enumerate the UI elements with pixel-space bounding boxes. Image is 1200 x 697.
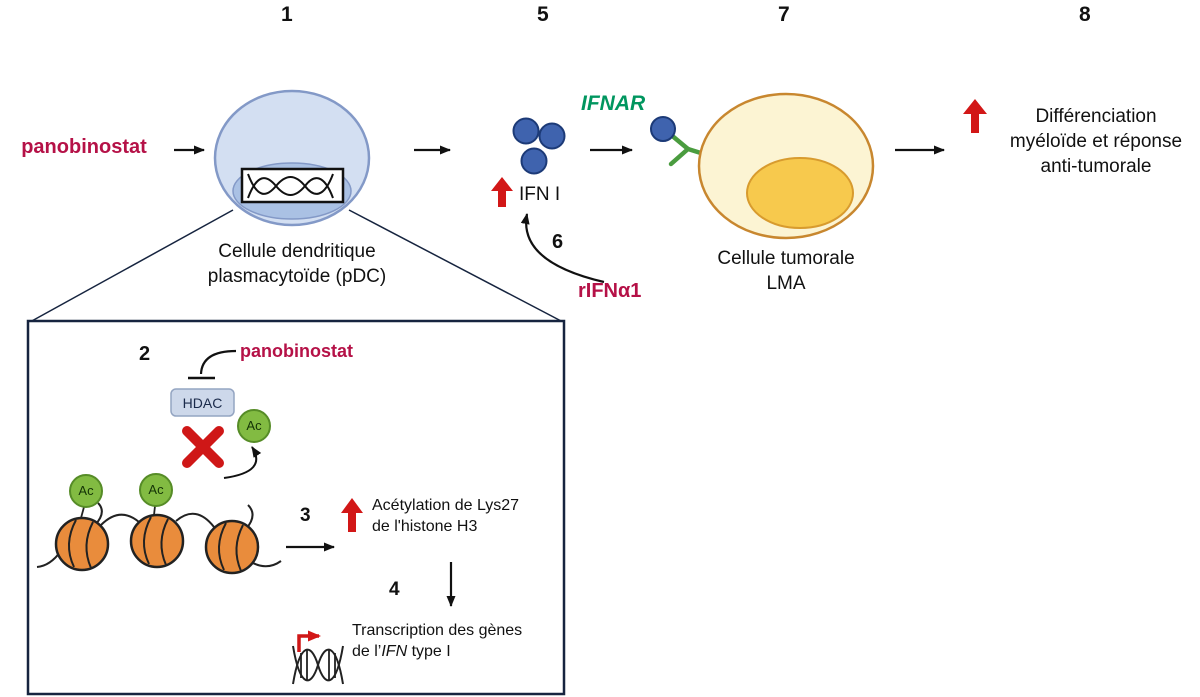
ifnar-label: IFNAR (581, 92, 646, 115)
tumor-label-line1: Cellule tumorale (717, 248, 855, 269)
transcription-line2-prefix: de l’ (352, 642, 382, 660)
ac-label-h2: Ac (148, 482, 164, 497)
acetylation-label: Acétylation de Lys27 de l'histone H3 (372, 496, 557, 538)
ac-circle-free (237, 409, 271, 443)
ifn-label: IFN I (519, 184, 561, 205)
acetylation-line1: Acétylation de Lys27 (372, 497, 520, 514)
rifna1-label: rIFNα1 (578, 280, 642, 302)
up-arrow-acetylation-icon (341, 498, 363, 532)
acetylation-line2: de l'histone H3 (372, 517, 478, 535)
inset-box (26, 319, 566, 696)
ac-label-h1: Ac (78, 483, 94, 498)
step-number-2: 2 (139, 343, 151, 365)
pdc-cell (213, 89, 371, 227)
transcription-line2-suffix: type I (407, 642, 451, 660)
blocked-x-icon (182, 426, 224, 468)
transcription-start-arrow-icon (297, 630, 321, 652)
tumor-label: Cellule tumorale LMA (696, 246, 876, 296)
outcome-line2: myéloïde et réponse (1009, 131, 1183, 153)
inhibition-tbar (188, 349, 237, 380)
tumor-nucleus (746, 157, 854, 229)
transcription-label: Transcription des gènes de l’IFN type I (352, 621, 552, 663)
outcome-line1: Différenciation (1035, 106, 1157, 127)
transcription-line2-gene: IFN (381, 642, 408, 660)
pdc-label: Cellule dendritique plasmacytoïde (pDC) (184, 239, 410, 289)
step-number-7: 7 (778, 3, 790, 26)
gene-dna-icon (292, 645, 344, 685)
step-number-5: 5 (537, 3, 549, 26)
transcription-line2: de l’IFN type I (352, 642, 552, 663)
up-arrow-ifn-icon (491, 177, 513, 207)
pdc-label-line2: plasmacytoïde (pDC) (207, 266, 387, 288)
step-number-6: 6 (552, 231, 564, 253)
panobinostat-label: panobinostat (21, 136, 147, 158)
bound-ifn-molecule (650, 116, 676, 142)
hdac-label: HDAC (182, 395, 223, 411)
step-number-8: 8 (1079, 3, 1091, 26)
outcome-line3: anti-tumorale (1040, 156, 1152, 178)
outcome-label: Différenciation myéloïde et réponse anti… (992, 104, 1200, 179)
dna-helix-icon (247, 173, 334, 199)
ifn-molecules (512, 117, 566, 175)
transcription-line1: Transcription des gènes (352, 622, 523, 639)
arrow-ac-release (223, 446, 262, 479)
hdac-box (170, 388, 235, 417)
up-arrow-outcome-icon (963, 99, 987, 133)
ac-circle-h2 (139, 473, 173, 507)
ac-marks (69, 473, 173, 519)
zoom-lines (29, 209, 564, 323)
ac-label-free: Ac (246, 418, 262, 433)
panobinostat-inset-label: panobinostat (240, 341, 353, 361)
ac-circle-h1 (69, 474, 103, 508)
nucleosomes (54, 513, 260, 575)
tumor-label-line2: LMA (766, 273, 806, 295)
step-number-1: 1 (281, 3, 293, 26)
pdc-label-line1: Cellule dendritique (218, 241, 376, 262)
arrow-rifna1-to-ifn (520, 213, 605, 284)
step-number-3: 3 (300, 505, 311, 526)
tumor-cell (697, 92, 875, 240)
step-number-4: 4 (389, 579, 400, 600)
